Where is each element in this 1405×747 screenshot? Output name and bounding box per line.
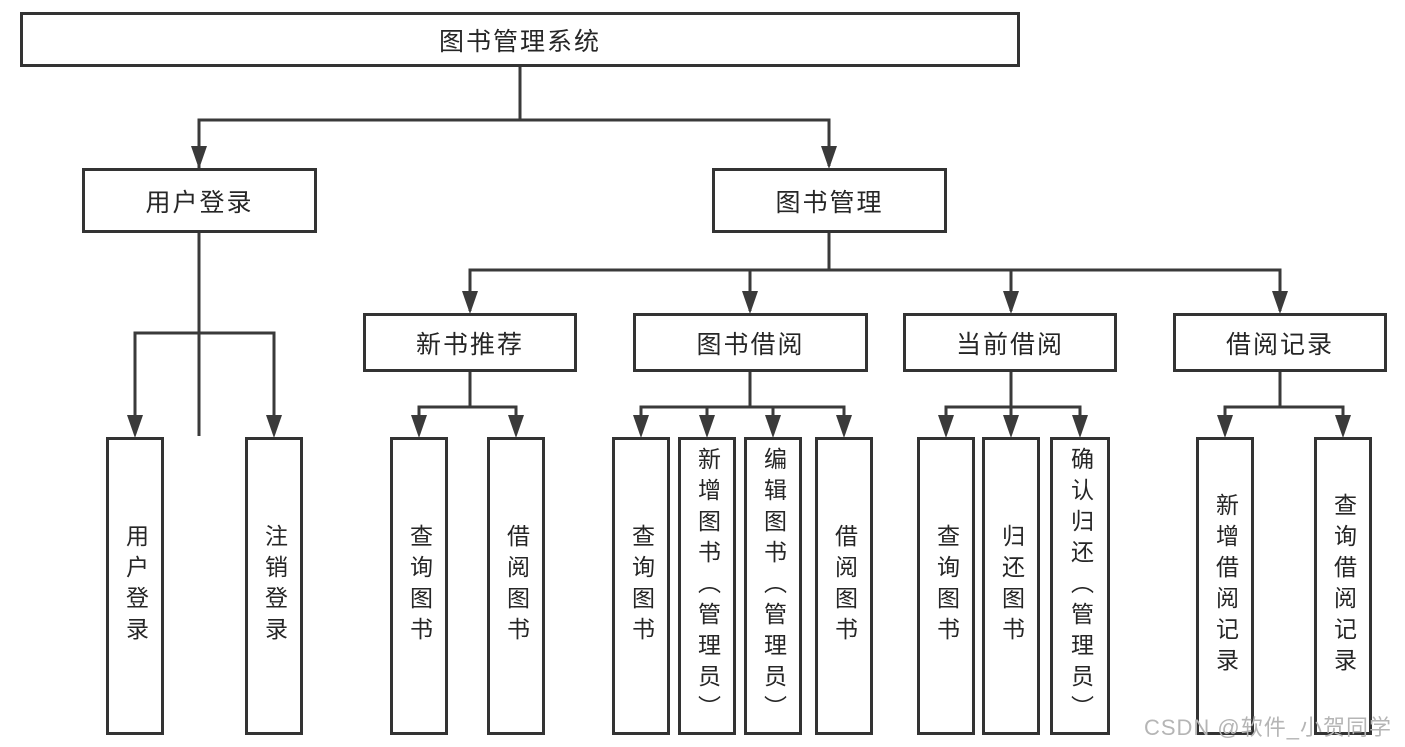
leaf-edit-book-admin: 编辑图书（管理员） bbox=[744, 437, 802, 735]
node-book-management: 图书管理 bbox=[712, 168, 947, 233]
leaf-add-book-admin: 新增图书（管理员） bbox=[678, 437, 736, 735]
node-user-login: 用户登录 bbox=[82, 168, 317, 233]
leaf-query-borrow-record: 查询借阅记录 bbox=[1314, 437, 1372, 735]
node-current-borrowing-label: 当前借阅 bbox=[955, 330, 1064, 359]
node-borrow-records-label: 借阅记录 bbox=[1225, 330, 1334, 359]
watermark: CSDN @软件_小贺同学 bbox=[1143, 715, 1392, 740]
leaf-confirm-return-admin-label: 确认归还（管理员） bbox=[1067, 446, 1094, 726]
node-root: 图书管理系统 bbox=[20, 12, 1020, 67]
leaf-add-borrow-record: 新增借阅记录 bbox=[1196, 437, 1254, 735]
leaf-borrow-books-label: 借阅图书 bbox=[831, 524, 858, 648]
leaf-return-book-label: 归还图书 bbox=[998, 524, 1025, 648]
node-root-label: 图书管理系统 bbox=[438, 27, 601, 56]
leaf-return-book: 归还图书 bbox=[982, 437, 1040, 735]
node-user-login-label: 用户登录 bbox=[145, 188, 254, 217]
leaf-query-books-current: 查询图书 bbox=[917, 437, 975, 735]
leaf-edit-book-admin-label: 编辑图书（管理员） bbox=[760, 446, 787, 726]
leaf-borrow-books-recommend: 借阅图书 bbox=[487, 437, 545, 735]
leaf-query-books-current-label: 查询图书 bbox=[933, 524, 960, 648]
leaf-add-book-admin-label: 新增图书（管理员） bbox=[694, 446, 721, 726]
node-new-book-recommend-label: 新书推荐 bbox=[415, 330, 524, 359]
leaf-query-borrow-record-label: 查询借阅记录 bbox=[1330, 493, 1357, 679]
leaf-query-books-recommend-label: 查询图书 bbox=[406, 524, 433, 648]
leaf-query-books-recommend: 查询图书 bbox=[390, 437, 448, 735]
leaf-query-books-borrow-label: 查询图书 bbox=[628, 524, 655, 648]
node-borrow-records: 借阅记录 bbox=[1173, 313, 1387, 372]
leaf-logout: 注销登录 bbox=[245, 437, 303, 735]
node-current-borrowing: 当前借阅 bbox=[903, 313, 1117, 372]
leaf-add-borrow-record-label: 新增借阅记录 bbox=[1212, 493, 1239, 679]
node-new-book-recommend: 新书推荐 bbox=[363, 313, 577, 372]
node-book-borrowing-label: 图书借阅 bbox=[696, 330, 805, 359]
leaf-logout-label: 注销登录 bbox=[261, 524, 288, 648]
leaf-borrow-books-recommend-label: 借阅图书 bbox=[503, 524, 530, 648]
leaf-confirm-return-admin: 确认归还（管理员） bbox=[1050, 437, 1110, 735]
leaf-query-books-borrow: 查询图书 bbox=[612, 437, 670, 735]
leaf-borrow-books: 借阅图书 bbox=[815, 437, 873, 735]
leaf-user-login: 用户登录 bbox=[106, 437, 164, 735]
node-book-borrowing: 图书借阅 bbox=[633, 313, 868, 372]
leaf-user-login-label: 用户登录 bbox=[122, 524, 149, 648]
node-book-management-label: 图书管理 bbox=[775, 188, 884, 217]
